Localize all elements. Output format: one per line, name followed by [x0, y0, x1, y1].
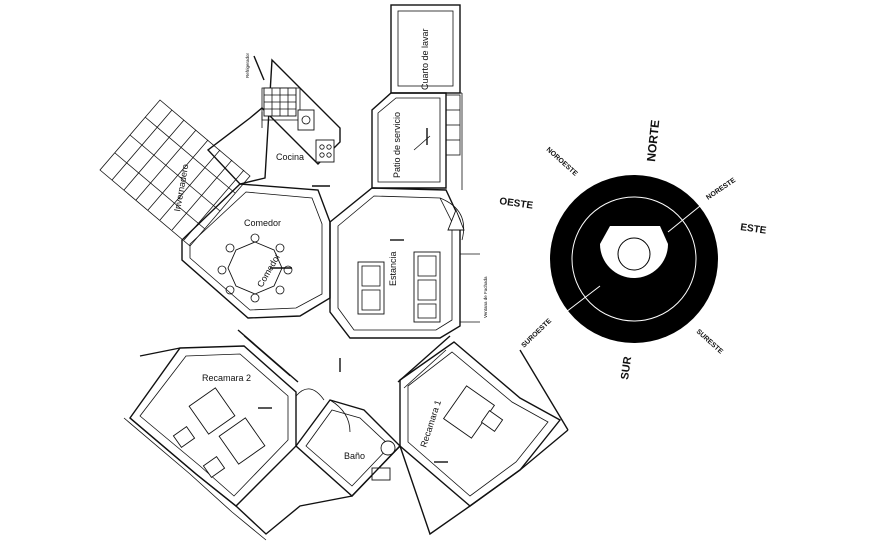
greenhouse: Invernadero [99, 99, 251, 247]
compass-este: ESTE [740, 222, 768, 237]
dining-room: Comedor Comedor [181, 183, 331, 319]
bedroom-2-label: Recamara 2 [202, 373, 251, 383]
laundry-room-label: Cuarto de lavar [420, 28, 430, 90]
compass-norte: NORTE [644, 119, 662, 162]
laundry-room: Cuarto de lavar [390, 4, 461, 94]
compass-inner-ring [571, 196, 697, 322]
compass-noreste: NORESTE [705, 177, 737, 202]
compass-sureste: SURESTE [695, 328, 724, 356]
living-room: Estancia Ventana de Fachada [329, 187, 488, 339]
service-patio: Patio de servicio [371, 92, 463, 190]
bedroom-1: Recamara 1 [397, 335, 562, 507]
facade-window-note: Ventana de Fachada [483, 276, 488, 318]
compass-sur: SUR [619, 356, 634, 381]
service-patio-label: Patio de servicio [392, 112, 402, 178]
compass-rose: NORTE SUR ESTE OESTE NORESTE NOROESTE SU… [499, 119, 768, 380]
compass-oeste: OESTE [499, 196, 534, 212]
compass-noroeste: NOROESTE [545, 146, 579, 178]
bedroom-1-label: Recamara 1 [418, 399, 443, 449]
compass-hub [617, 237, 651, 271]
kitchen-label: Cocina [276, 152, 304, 162]
bathroom: Baño [295, 358, 401, 497]
bedroom-2: Recamara 2 [129, 329, 299, 507]
perimeter-walls [123, 347, 569, 541]
compass-suroeste: SUROESTE [521, 317, 554, 349]
kitchen: Refrigerador Cocina [206, 52, 341, 187]
living-room-label: Estancia [388, 251, 398, 286]
dining-room-label: Comedor [244, 218, 281, 228]
refrigerator-label: Refrigerador [245, 52, 250, 78]
bathroom-label: Baño [344, 451, 365, 461]
